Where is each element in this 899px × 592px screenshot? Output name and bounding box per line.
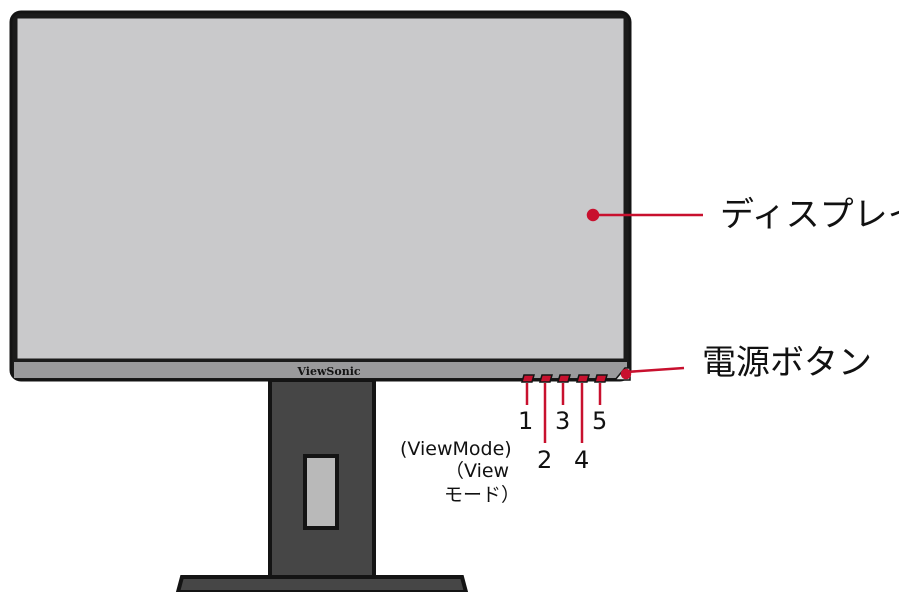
brand-logo: ViewSonic <box>296 365 360 378</box>
button-number-2: 2 <box>537 446 553 474</box>
button-number-5: 5 <box>592 407 608 435</box>
leader-power <box>625 366 685 374</box>
button-2[interactable] <box>539 374 553 383</box>
display-label: ディスプレイ <box>720 195 899 235</box>
button-1[interactable] <box>521 374 535 383</box>
button-number-1: 1 <box>518 407 534 435</box>
button-1-caption-line-3: モード） <box>444 484 521 506</box>
button-1-caption-line-2: （View <box>445 460 510 482</box>
power-button-label: 電源ボタン <box>702 343 872 383</box>
display-screen <box>16 17 625 360</box>
stand-base <box>175 575 469 592</box>
button-number-4: 4 <box>574 446 590 474</box>
button-3[interactable] <box>557 374 571 383</box>
button-4[interactable] <box>576 374 590 383</box>
button-5[interactable] <box>594 374 608 383</box>
button-number-3: 3 <box>555 407 571 435</box>
cable-management-slot <box>303 454 339 530</box>
button-1-caption-line-1: (ViewMode) <box>400 438 512 460</box>
